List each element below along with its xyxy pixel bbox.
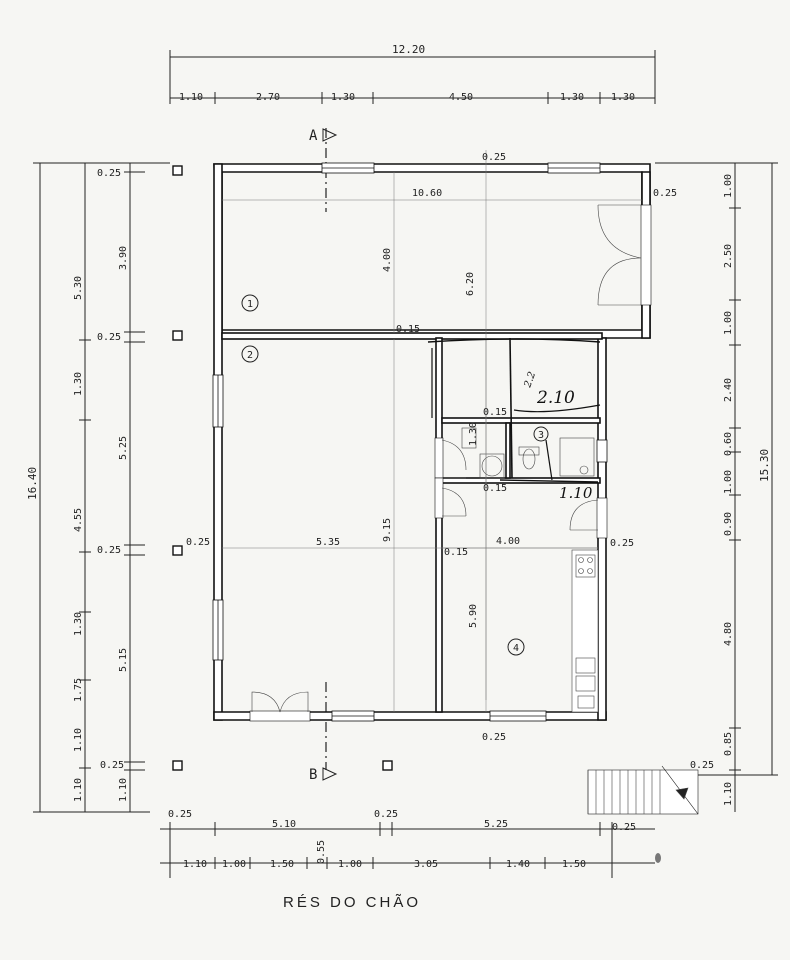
- svg-text:0.55: 0.55: [316, 840, 327, 864]
- windows: [212, 162, 608, 722]
- room-4-number: 4: [513, 643, 519, 654]
- svg-text:1.00: 1.00: [338, 859, 362, 870]
- kitchen-counter: [571, 549, 599, 713]
- svg-text:0.15: 0.15: [396, 324, 420, 335]
- top-seg-4: 4.50: [449, 92, 473, 103]
- right-dimensions: 1.00 2.50 1.00 2.40 0.60 1.00 0.90 4.80 …: [655, 162, 778, 812]
- svg-text:2.40: 2.40: [723, 378, 734, 402]
- svg-text:1.30: 1.30: [468, 422, 479, 446]
- svg-text:1.50: 1.50: [270, 859, 294, 870]
- svg-text:0.25: 0.25: [97, 545, 121, 556]
- svg-text:0.25: 0.25: [610, 538, 634, 549]
- handwritten-annotations: 2.10 1.10 2.2: [427, 337, 601, 502]
- bathroom-fixtures: [461, 427, 595, 479]
- handwritten-1-10: 1.10: [559, 484, 593, 502]
- svg-text:3.05: 3.05: [414, 859, 438, 870]
- svg-text:4.00: 4.00: [382, 248, 393, 272]
- top-seg-3: 1.30: [331, 92, 355, 103]
- svg-text:0.85: 0.85: [723, 732, 734, 756]
- svg-text:0.15: 0.15: [444, 547, 468, 558]
- svg-text:0.90: 0.90: [723, 512, 734, 536]
- svg-text:1.00: 1.00: [723, 174, 734, 198]
- svg-text:0.25: 0.25: [186, 537, 210, 548]
- svg-text:1.00: 1.00: [723, 470, 734, 494]
- svg-text:4.55: 4.55: [73, 508, 84, 532]
- svg-text:B: B: [309, 767, 317, 783]
- svg-text:0.25: 0.25: [100, 760, 124, 771]
- svg-text:1.00: 1.00: [723, 311, 734, 335]
- svg-text:0.25: 0.25: [168, 809, 192, 820]
- room-2-number: 2: [247, 350, 253, 361]
- svg-text:5.25: 5.25: [484, 819, 508, 830]
- svg-text:1.50: 1.50: [562, 859, 586, 870]
- svg-text:1.10: 1.10: [118, 778, 129, 802]
- svg-text:1.10: 1.10: [73, 728, 84, 752]
- svg-text:1.30: 1.30: [73, 372, 84, 396]
- svg-text:5.15: 5.15: [118, 648, 129, 672]
- top-dimensions: 12.20 1.10 2.70 1.30 4.50 1.30 1.30: [169, 43, 656, 104]
- svg-text:0.25: 0.25: [97, 332, 121, 343]
- svg-text:9.15: 9.15: [382, 518, 393, 542]
- svg-text:0.15: 0.15: [483, 407, 507, 418]
- svg-text:2.50: 2.50: [723, 244, 734, 268]
- room-labels: 1 2 3 4: [241, 294, 549, 656]
- svg-text:0.60: 0.60: [723, 432, 734, 456]
- svg-text:5.35: 5.35: [316, 537, 340, 548]
- svg-text:1.10: 1.10: [183, 859, 207, 870]
- handwritten-2-2: 2.2: [522, 370, 538, 390]
- interior-dimension-lines: [222, 150, 642, 712]
- svg-text:6.20: 6.20: [465, 272, 476, 296]
- svg-text:0.25: 0.25: [482, 732, 506, 743]
- svg-text:1.30: 1.30: [73, 612, 84, 636]
- svg-text:5.90: 5.90: [468, 604, 479, 628]
- stairs: [587, 765, 699, 815]
- handwritten-2-10: 2.10: [536, 388, 575, 408]
- top-seg-1: 1.10: [179, 92, 203, 103]
- top-seg-5: 1.30: [560, 92, 584, 103]
- svg-text:5.25: 5.25: [118, 436, 129, 460]
- section-b-marker: B: [309, 682, 338, 783]
- room-1-number: 1: [247, 299, 253, 310]
- svg-text:1.75: 1.75: [73, 678, 84, 702]
- right-overall-label: 15.30: [758, 449, 771, 482]
- left-dimensions: 16.40 5.30 1.30 4.55 1.30 1.75 1.10 1.10…: [26, 162, 170, 813]
- column-markers: [172, 165, 393, 771]
- bottom-dimensions: 0.25 5.10 0.25 5.25 0.25 1.10 1.00 1.50 …: [160, 809, 655, 878]
- plan-title: RÉS DO CHÃO: [283, 894, 421, 911]
- svg-text:1.00: 1.00: [222, 859, 246, 870]
- svg-text:1.40: 1.40: [506, 859, 530, 870]
- svg-text:0.15: 0.15: [483, 483, 507, 494]
- doors: [249, 204, 652, 722]
- svg-text:1.10: 1.10: [73, 778, 84, 802]
- svg-text:3.90: 3.90: [118, 246, 129, 270]
- room-3-number: 3: [538, 430, 544, 441]
- top-seg-2: 2.70: [256, 92, 280, 103]
- svg-text:4.00: 4.00: [496, 536, 520, 547]
- interior-dimensions: 0.25 10.60 0.25 4.00 6.20 0.15 0.15 1.30…: [186, 152, 714, 771]
- svg-text:0.25: 0.25: [97, 168, 121, 179]
- svg-text:4.80: 4.80: [723, 622, 734, 646]
- svg-text:5.10: 5.10: [272, 819, 296, 830]
- svg-text:0.25: 0.25: [482, 152, 506, 163]
- svg-text:A: A: [309, 128, 318, 144]
- ink-speck: [655, 853, 661, 863]
- top-overall-label: 12.20: [392, 43, 425, 56]
- svg-text:1.10: 1.10: [723, 782, 734, 806]
- svg-text:0.25: 0.25: [690, 760, 714, 771]
- svg-text:10.60: 10.60: [412, 188, 442, 199]
- top-seg-6: 1.30: [611, 92, 635, 103]
- svg-text:0.25: 0.25: [653, 188, 677, 199]
- svg-text:5.30: 5.30: [73, 276, 84, 300]
- svg-text:0.25: 0.25: [374, 809, 398, 820]
- left-overall-label: 16.40: [26, 467, 39, 500]
- svg-text:0.25: 0.25: [612, 822, 636, 833]
